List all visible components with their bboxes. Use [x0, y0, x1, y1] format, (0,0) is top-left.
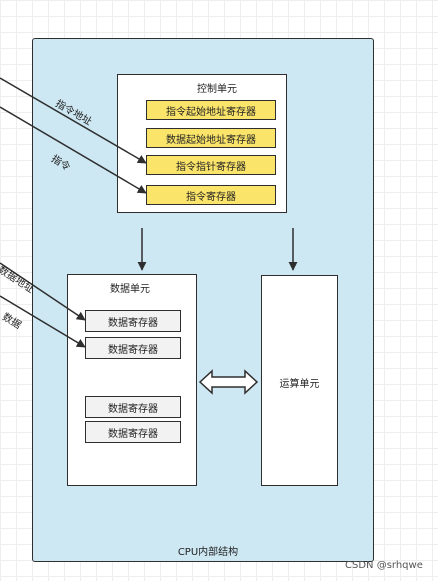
data-start-address-register: 数据起始地址寄存器 — [146, 128, 276, 148]
instruction-arrow — [0, 106, 147, 194]
watermark: CSDN @srhqwe — [345, 560, 423, 571]
instruction-start-address-register: 指令起始地址寄存器 — [146, 100, 276, 120]
cpu-caption: CPU内部结构 — [177, 547, 239, 558]
instruction-register: 指令寄存器 — [146, 185, 276, 205]
data-address-arrow — [0, 262, 86, 321]
data-unit — [67, 274, 197, 486]
data-register: 数据寄存器 — [85, 396, 181, 418]
alu-unit — [261, 275, 338, 486]
data-alu-bidirectional-arrow — [198, 369, 259, 395]
instruction-address-arrow — [0, 77, 147, 164]
instruction-pointer-register: 指令指针寄存器 — [146, 155, 276, 175]
data-unit-title: 数据单元 — [110, 284, 150, 295]
data-register: 数据寄存器 — [85, 337, 181, 359]
data-register: 数据寄存器 — [85, 421, 181, 443]
data-arrow — [0, 295, 86, 348]
data-register: 数据寄存器 — [85, 310, 181, 332]
alu-title: 运算单元 — [279, 379, 320, 390]
control-unit-title: 控制单元 — [197, 84, 237, 95]
